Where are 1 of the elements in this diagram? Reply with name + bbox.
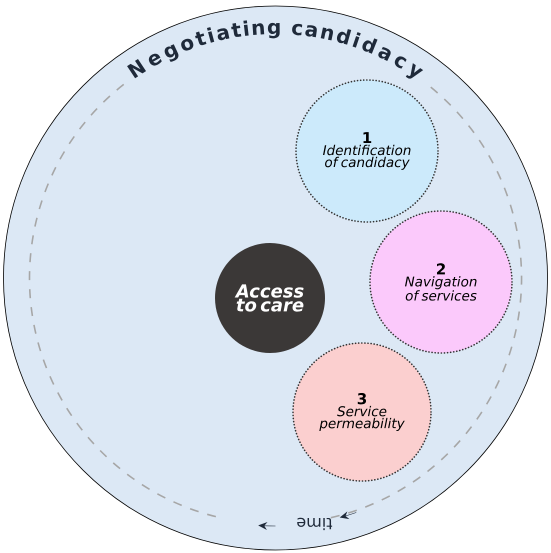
time-label: time [297, 518, 332, 530]
